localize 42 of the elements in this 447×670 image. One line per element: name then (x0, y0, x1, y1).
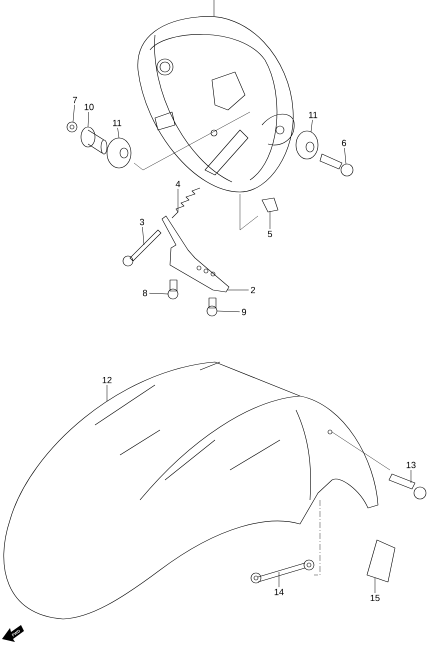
leader-line (88, 112, 89, 128)
bolt-drawing (122, 230, 162, 266)
block-drawing (262, 198, 278, 212)
leader-line (344, 148, 346, 164)
spring-drawing (172, 188, 200, 218)
leader-line (117, 128, 120, 138)
callout-number: 13 (406, 462, 416, 468)
headlight-housing-drawing (138, 16, 294, 192)
callout-number: 9 (242, 308, 246, 316)
callout-number: 11 (113, 120, 122, 126)
grommet-drawing (296, 130, 318, 160)
callout-number: 6 (342, 140, 346, 146)
callout-number: 8 (142, 290, 148, 296)
assembly-line (240, 194, 258, 230)
bolt-drawing (320, 154, 354, 176)
bolt-drawing (206, 298, 218, 316)
bolt-drawing (168, 280, 178, 300)
leader-line (410, 470, 412, 484)
nut-drawing (66, 122, 78, 132)
callout-number: 5 (268, 230, 272, 238)
callout-number: 11 (309, 112, 318, 118)
leader-line (278, 572, 280, 588)
leader-line (149, 292, 168, 294)
sticker-drawing (366, 540, 396, 582)
leader-line (310, 120, 313, 132)
callout-number: 3 (140, 218, 144, 226)
assembly-line (134, 112, 250, 170)
callout-number: 7 (72, 96, 78, 104)
leader-line (216, 310, 240, 312)
leader-line (374, 578, 376, 594)
leader-line (142, 226, 144, 246)
bolt-drawing (388, 474, 426, 500)
assembly-line (332, 432, 390, 470)
leader-line (106, 384, 108, 402)
collar-drawing (80, 126, 108, 154)
grommet-drawing (106, 138, 132, 168)
assembly-line (314, 500, 320, 576)
callout-number: 10 (84, 104, 94, 110)
leader-line (72, 104, 75, 122)
fender-drawing (4, 362, 378, 620)
callout-number: 2 (250, 286, 256, 294)
bracket-drawing (162, 216, 230, 292)
